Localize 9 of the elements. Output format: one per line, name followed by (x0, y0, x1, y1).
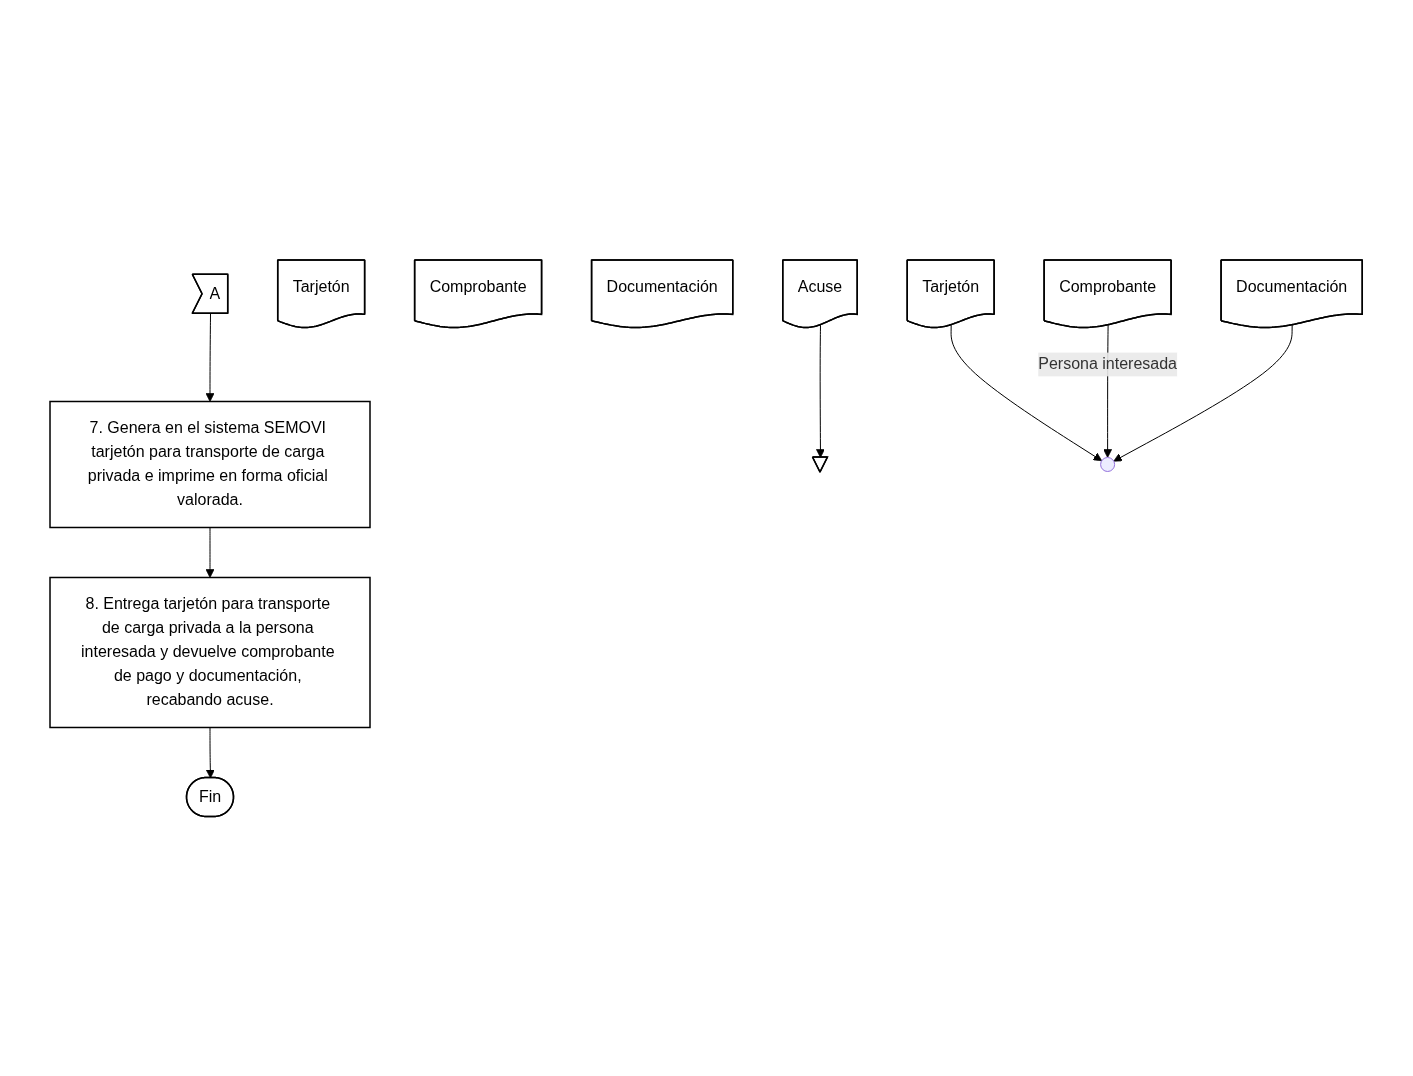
arrow (816, 324, 826, 458)
node-box: 8. Entrega tarjetón para transporte de carga privada a la persona interesada y devuelve comprobante de pago y documentación, recabando acuse. (49, 576, 372, 728)
arrow (206, 726, 216, 779)
arrow (205, 313, 215, 402)
arrow (1113, 324, 1294, 462)
arrow (950, 324, 1103, 461)
node-box: 7. Genera en el sistema SEMOVI tarjetón para transporte de carga privada e imprime en forma oficial valorada. (49, 400, 372, 528)
edge-label: Persona interesada (1038, 355, 1178, 373)
arrow (205, 526, 215, 578)
